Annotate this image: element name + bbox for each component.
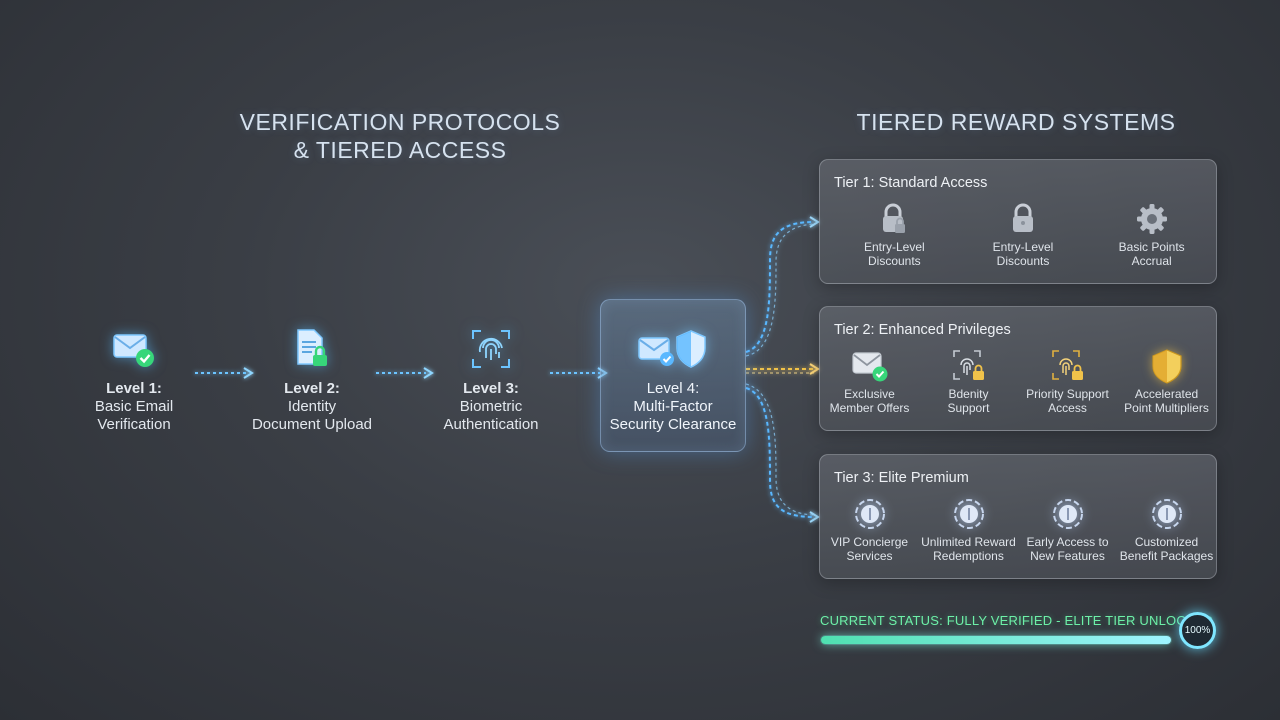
email-check-icon: [851, 352, 887, 382]
arrow-level1-to-level2: [195, 367, 254, 379]
tier-3-item-2-line2: Redemptions: [933, 549, 1004, 563]
tier-3-item: Unlimited Reward Redemptions: [919, 495, 1018, 563]
tier-1-item-3-line2: Accrual: [1131, 254, 1172, 268]
level-4-line2: Security Clearance: [609, 416, 737, 433]
tier-2-item-1-line2: Member Offers: [829, 401, 910, 415]
arrow-level3-to-level4: [550, 367, 608, 379]
branch-to-tier1: [745, 216, 820, 357]
tier-2-item-4-line1: Accelerated: [1134, 387, 1199, 401]
fingerprint-lock-gold-icon: [1051, 350, 1083, 380]
branch-to-tier2: [746, 363, 820, 375]
premium-badge-icon: [1052, 499, 1083, 529]
tier-1-item-2-line2: Discounts: [996, 254, 1050, 268]
tier-1-item: Entry-Level Discounts: [959, 200, 1088, 268]
progress-percent-label: 100%: [1184, 625, 1211, 636]
branch-to-tier3: [745, 383, 820, 523]
tier-3-item: Customized Benefit Packages: [1117, 495, 1216, 563]
tier-2-item-1-line1: Exclusive: [844, 387, 895, 401]
level-2-title: Level 2:: [284, 380, 340, 397]
padlock-icon: [883, 203, 906, 233]
tier-2-item-3-line2: Access: [1048, 401, 1087, 415]
reward-systems-title: TIERED REWARD SYSTEMS: [856, 109, 1176, 135]
tier-2-item-3-line1: Priority Support: [1026, 387, 1109, 401]
level-3-line1: Biometric: [459, 398, 523, 415]
status-text: CURRENT STATUS: FULLY VERIFIED - ELITE T…: [820, 613, 1214, 628]
tier-2-item: Accelerated Point Multipliers: [1117, 347, 1216, 415]
tier-1-card: Tier 1: Standard Access Entry-Level Disc…: [819, 159, 1217, 284]
tier-1-item-1-line2: Discounts: [867, 254, 921, 268]
tier-1-item-1-line1: Entry-Level: [863, 240, 925, 254]
document-lock-icon: [297, 329, 327, 366]
level-4-title: Level 4:: [646, 380, 700, 397]
premium-badge-icon: [953, 499, 984, 529]
progress-ring-graphic: [1179, 612, 1216, 649]
tier-2-item-4-line2: Point Multipliers: [1124, 401, 1209, 415]
tier-2-card: Tier 2: Enhanced Privileges Exclusive Me…: [819, 306, 1217, 431]
verification-title-line1: VERIFICATION PROTOCOLS: [239, 109, 561, 135]
tier-3-item: VIP Concierge Services: [820, 495, 919, 563]
tier-1-item-3-line1: Basic Points: [1118, 240, 1185, 254]
tier-3-item-2-line1: Unlimited Reward: [921, 535, 1016, 549]
tier-3-item-4-line1: Customized: [1134, 535, 1199, 549]
tier-1-title: Tier 1: Standard Access: [834, 175, 988, 191]
tier-1-items: Entry-Level Discounts Entry-Level Discou…: [820, 200, 1216, 268]
premium-badge-icon: [1151, 499, 1182, 529]
progress-ring: 100%: [1177, 610, 1218, 651]
tier-2-items: Exclusive Member Offers Bdenity Support: [820, 347, 1216, 415]
tier-2-item-2-line1: Bdenity: [948, 387, 989, 401]
gear-icon: [1136, 204, 1167, 234]
tier-3-item-4-line2: Benefit Packages: [1119, 549, 1214, 563]
email-shield-icon: [638, 330, 706, 368]
tier-2-item: Exclusive Member Offers: [820, 347, 919, 415]
tier-2-item: Bdenity Support: [919, 347, 1018, 415]
verification-title: VERIFICATION PROTOCOLS & TIERED ACCESS: [200, 108, 600, 164]
tier-1-item-2-line1: Entry-Level: [992, 240, 1054, 254]
level-3-step: Level 3: Biometric Authentication: [411, 326, 571, 434]
tier-3-item-1-line2: Services: [846, 549, 893, 563]
tier-2-item: Priority Support Access: [1018, 347, 1117, 415]
tier-3-title: Tier 3: Elite Premium: [834, 470, 969, 486]
level-1-title: Level 1:: [106, 380, 162, 397]
tier-2-title: Tier 2: Enhanced Privileges: [834, 322, 1011, 338]
fingerprint-icon: [472, 330, 510, 368]
email-check-icon: [113, 334, 154, 367]
verification-title-line2: & TIERED ACCESS: [293, 137, 507, 163]
level-1-line2: Verification: [97, 416, 171, 433]
level-4-card: Level 4: Multi-Factor Security Clearance: [600, 299, 746, 452]
level-2-line1: Identity: [287, 398, 337, 415]
fingerprint-lock-icon: [952, 350, 984, 380]
status-progress-bar: [820, 635, 1172, 645]
level-2-line2: Document Upload: [251, 416, 373, 433]
gold-shield-icon: [1151, 349, 1182, 384]
tier-3-card: Tier 3: Elite Premium VIP Concierge Serv…: [819, 454, 1217, 579]
tier-3-item: Early Access to New Features: [1018, 495, 1117, 563]
level-2-step: Level 2: Identity Document Upload: [232, 326, 392, 434]
padlock-icon: [1013, 203, 1033, 232]
level-4-line1: Multi-Factor: [633, 398, 713, 415]
level-3-line2: Authentication: [443, 416, 539, 433]
tier-3-item-1-line1: VIP Concierge: [830, 535, 909, 549]
tier-3-items: VIP Concierge Services Unlimited Reward …: [820, 495, 1216, 563]
arrow-level2-to-level3: [376, 367, 434, 379]
level-1-step: Level 1: Basic Email Verification: [54, 326, 214, 434]
tier-1-item: Basic Points Accrual: [1087, 200, 1216, 268]
tier-3-item-3-line1: Early Access to: [1026, 535, 1109, 549]
status-progress-fill: [821, 636, 1171, 644]
tier-2-item-2-line2: Support: [947, 401, 990, 415]
tier-1-item: Entry-Level Discounts: [830, 200, 959, 268]
level-1-line1: Basic Email: [94, 398, 174, 415]
level-3-title: Level 3:: [463, 380, 519, 397]
premium-badge-icon: [854, 499, 885, 529]
tier-3-item-3-line2: New Features: [1030, 549, 1105, 563]
